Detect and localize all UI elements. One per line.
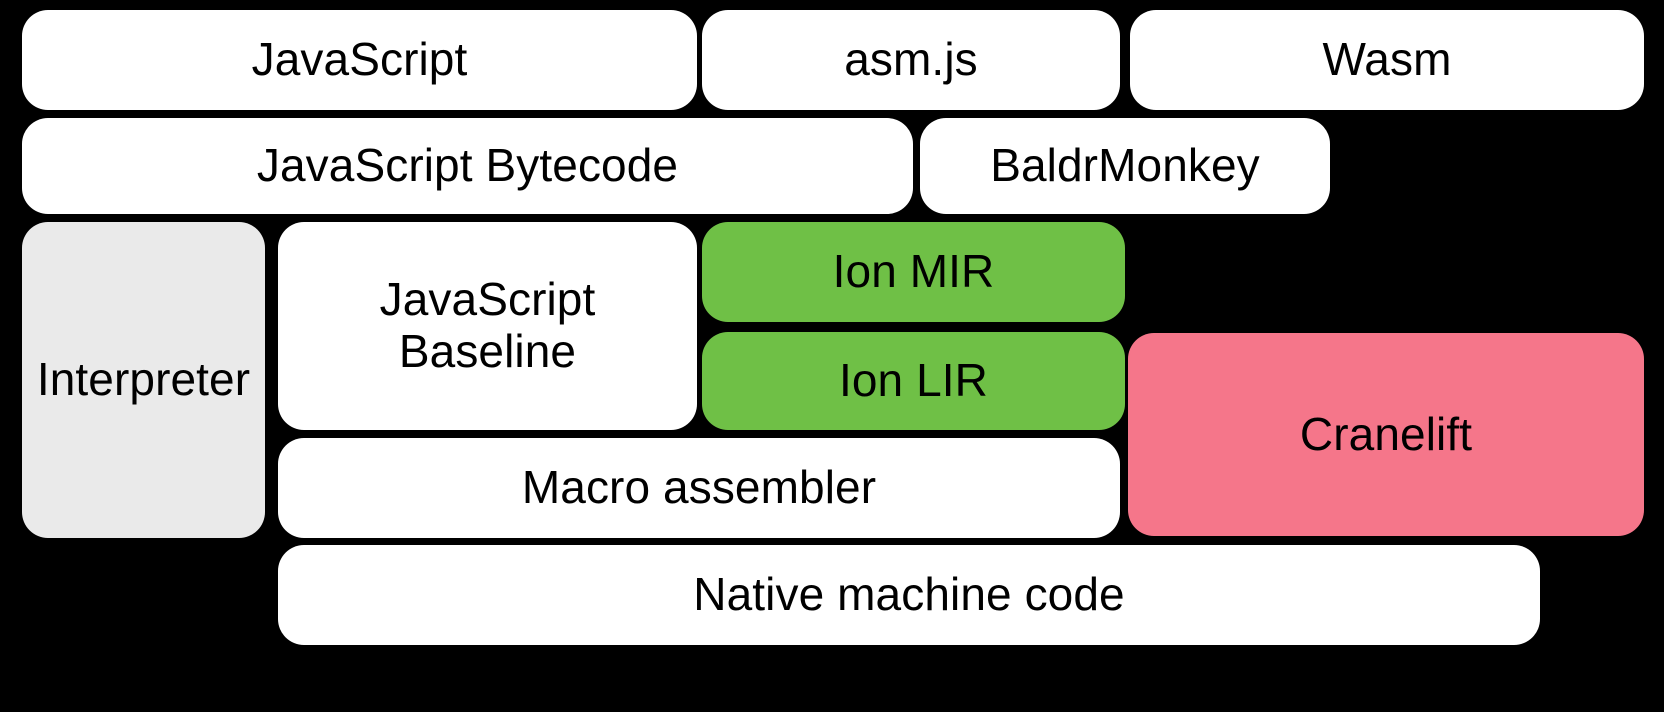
node-ion-lir: Ion LIR	[702, 332, 1125, 430]
node-javascript-baseline: JavaScript Baseline	[278, 222, 697, 430]
node-native-machine-code: Native machine code	[278, 545, 1540, 645]
node-ion-mir: Ion MIR	[702, 222, 1125, 322]
node-asm-js: asm.js	[702, 10, 1120, 110]
node-macro-assembler: Macro assembler	[278, 438, 1120, 538]
node-javascript-bytecode: JavaScript Bytecode	[22, 118, 913, 214]
node-interpreter: Interpreter	[22, 222, 265, 538]
node-baldrmonkey: BaldrMonkey	[920, 118, 1330, 214]
node-wasm: Wasm	[1130, 10, 1644, 110]
node-javascript: JavaScript	[22, 10, 697, 110]
node-cranelift: Cranelift	[1128, 333, 1644, 536]
